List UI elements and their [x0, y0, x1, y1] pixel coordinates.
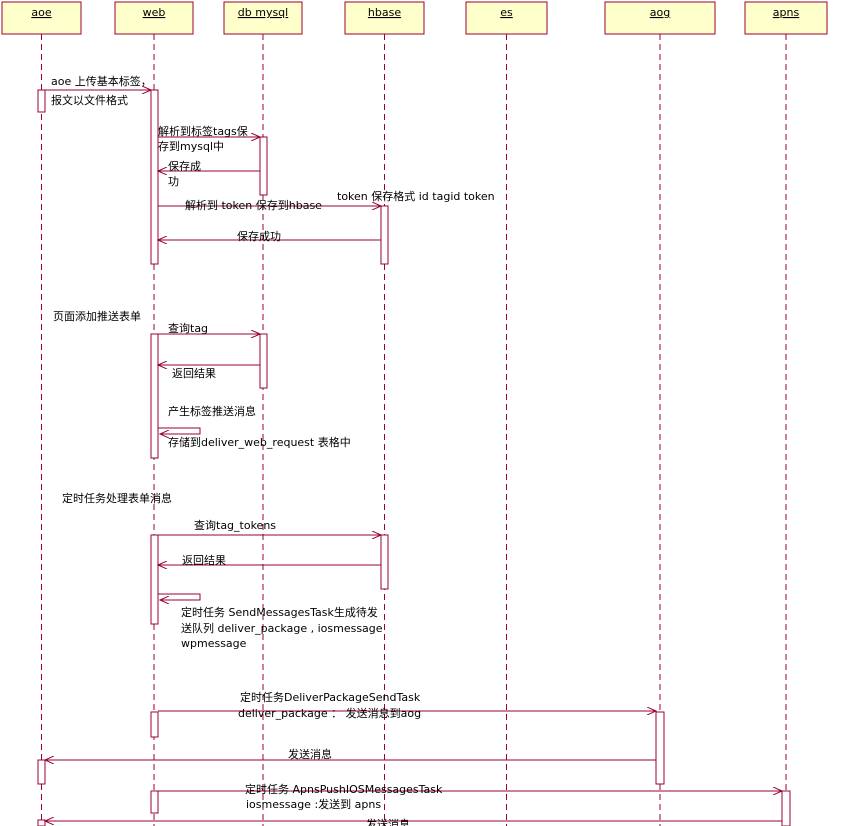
label-m8: 产生标签推送消息	[168, 404, 256, 418]
label-m5: 保存成功	[237, 229, 281, 243]
label-m12-line3: wpmessage	[181, 637, 247, 650]
label-m15-line1: 定时任务 ApnsPushIOSMessagesTask	[245, 782, 443, 796]
label-m7: 返回结果	[172, 367, 216, 380]
activation-hbase-2	[380, 534, 389, 590]
actor-web[interactable]: web	[114, 1, 194, 35]
actor-db[interactable]: db mysql	[223, 1, 303, 35]
notes: 页面添加推送表单 定时任务处理表单消息	[53, 309, 172, 505]
activation-web-2	[150, 333, 159, 459]
label-m9: 存储到deliver_web_request 表格中	[168, 435, 351, 449]
actor-apns-label: apns	[773, 6, 800, 19]
label-m3-line1: 保存成	[168, 159, 201, 173]
activation-web-3	[150, 534, 159, 625]
activation-web-1	[150, 89, 159, 265]
activation-aoe-1	[37, 89, 46, 113]
label-m14: 发送消息	[288, 747, 332, 761]
label-m4b: token 保存格式 id tagid token	[337, 189, 495, 203]
activation-web-4	[150, 711, 159, 738]
label-m13-line1: 定时任务DeliverPackageSendTask	[240, 690, 421, 704]
actor-aoe[interactable]: aoe	[1, 1, 82, 35]
arrow-m12	[158, 593, 201, 600]
actor-hbase-label: hbase	[368, 6, 401, 19]
message-labels: aoe 上传基本标签， 报文以文件格式 解析到标签tags保 存到mysql中 …	[51, 74, 495, 826]
activation-bars	[37, 89, 791, 826]
activation-hbase-1	[380, 205, 389, 265]
actor-es-label: es	[500, 6, 513, 19]
activation-db-2	[259, 333, 268, 389]
label-m2-line1: 解析到标签tags保	[158, 124, 248, 138]
actor-heads: aoe web db mysql hbase es aog apns	[1, 1, 828, 35]
actor-aoe-label: aoe	[31, 6, 51, 19]
label-m10: 查询tag_tokens	[194, 518, 276, 532]
label-m2-line2: 存到mysql中	[158, 139, 224, 153]
note-page-add: 页面添加推送表单	[53, 309, 141, 323]
activation-aoe-3	[37, 819, 46, 826]
activation-db-1	[259, 136, 268, 196]
actor-es[interactable]: es	[465, 1, 548, 35]
actor-apns[interactable]: apns	[744, 1, 828, 35]
actor-aog-label: aog	[650, 6, 670, 19]
actor-db-label: db mysql	[238, 6, 288, 19]
activation-aog-1	[655, 711, 665, 785]
label-m15-line2: iosmessage :发送到 apns	[246, 797, 381, 811]
label-m13-line2: deliver_package ： 发送消息到aog	[238, 706, 421, 720]
label-m16: 发送消息	[366, 817, 410, 826]
actor-hbase[interactable]: hbase	[344, 1, 425, 35]
note-timer-form: 定时任务处理表单消息	[62, 491, 172, 505]
label-m12-line1: 定时任务 SendMessagesTask生成待发	[181, 605, 378, 619]
label-m4: 解析到 token 保存到hbase	[185, 198, 322, 212]
label-m11: 返回结果	[182, 554, 226, 567]
label-m6: 查询tag	[168, 321, 208, 335]
label-m1-line1: aoe 上传基本标签，	[51, 74, 152, 88]
message-arrows	[45, 90, 782, 821]
activation-apns-1	[781, 790, 791, 826]
actor-web-label: web	[143, 6, 166, 19]
activation-aoe-2	[37, 759, 46, 785]
label-m12-line2: 送队列 deliver_package , iosmessage	[181, 621, 383, 635]
arrow-m8	[158, 427, 201, 434]
label-m1-line2: 报文以文件格式	[51, 93, 128, 107]
actor-aog[interactable]: aog	[604, 1, 716, 35]
activation-web-5	[150, 790, 159, 814]
label-m3-line2: 功	[168, 175, 179, 188]
